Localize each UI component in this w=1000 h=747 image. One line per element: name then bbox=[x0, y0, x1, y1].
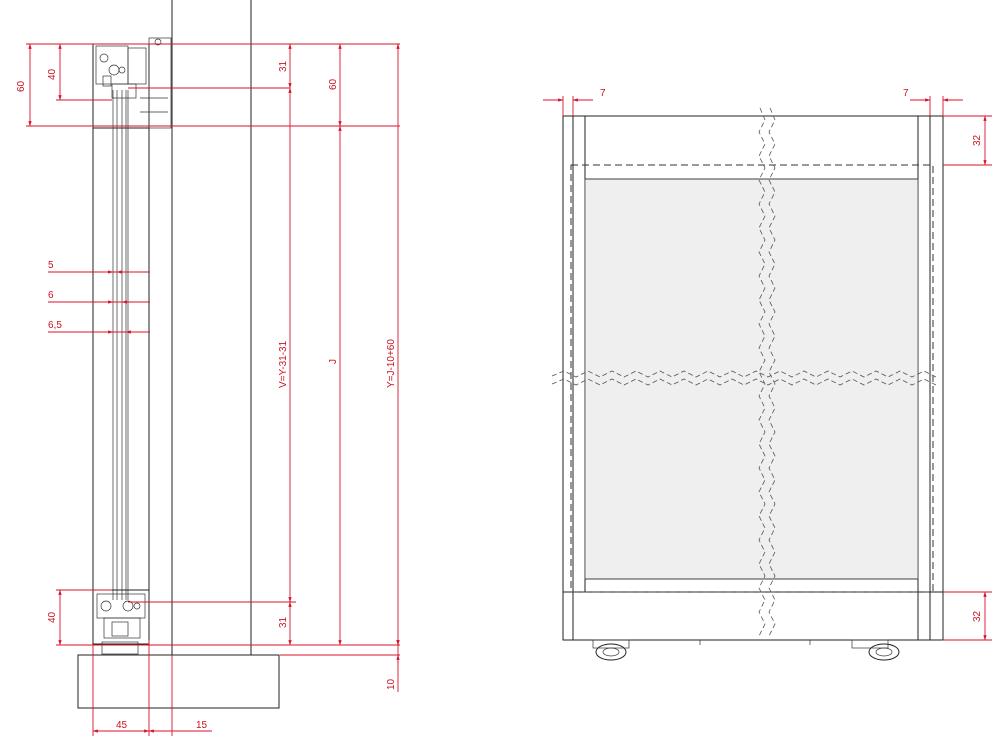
formula-v: V=Y-31-31 bbox=[278, 340, 289, 388]
break-line-vertical bbox=[758, 107, 776, 637]
door-hidden-outline bbox=[570, 164, 934, 593]
dim-60-left: 60 bbox=[16, 80, 27, 92]
dim-glass-6-5: 6,5 bbox=[48, 320, 62, 331]
elevation-dimension-lines bbox=[543, 96, 992, 641]
dim-7-left: 7 bbox=[600, 88, 606, 99]
glass-panel bbox=[584, 178, 919, 580]
dim-15: 15 bbox=[196, 720, 208, 731]
formula-y: Y=J-10+60 bbox=[386, 339, 397, 388]
dimension-labels: 60 40 31 60 5 6 6,5 V=Y-31-31 J Y=J-10+6… bbox=[16, 60, 397, 731]
dim-45: 45 bbox=[116, 720, 128, 731]
dimension-lines bbox=[26, 43, 400, 736]
dim-glass-6: 6 bbox=[48, 290, 54, 301]
dim-40-bottom: 40 bbox=[47, 611, 58, 623]
frame-outline bbox=[562, 115, 944, 641]
section-view: 60 40 31 60 5 6 6,5 V=Y-31-31 J Y=J-10+6… bbox=[16, 0, 400, 736]
door-panel-section bbox=[92, 90, 150, 600]
dim-60-right: 60 bbox=[328, 78, 339, 90]
dim-32-top: 32 bbox=[972, 134, 983, 146]
elevation-view: 7 7 32 32 bbox=[543, 88, 992, 661]
formula-j: J bbox=[328, 359, 339, 364]
right-wheel bbox=[851, 639, 900, 661]
dim-31-bottom: 31 bbox=[278, 616, 289, 628]
dim-31-top: 31 bbox=[278, 60, 289, 72]
wall-outline bbox=[171, 0, 252, 655]
left-wheel bbox=[592, 639, 630, 661]
dim-32-bottom: 32 bbox=[972, 610, 983, 622]
dim-10: 10 bbox=[386, 678, 397, 690]
dim-40-top: 40 bbox=[47, 68, 58, 80]
bottom-roller-profile bbox=[92, 589, 150, 655]
dim-7-right: 7 bbox=[903, 88, 909, 99]
top-track-profile bbox=[92, 37, 260, 129]
elevation-dimension-labels: 7 7 32 32 bbox=[600, 88, 983, 622]
dim-glass-5: 5 bbox=[48, 260, 54, 271]
floor-base bbox=[77, 654, 280, 709]
